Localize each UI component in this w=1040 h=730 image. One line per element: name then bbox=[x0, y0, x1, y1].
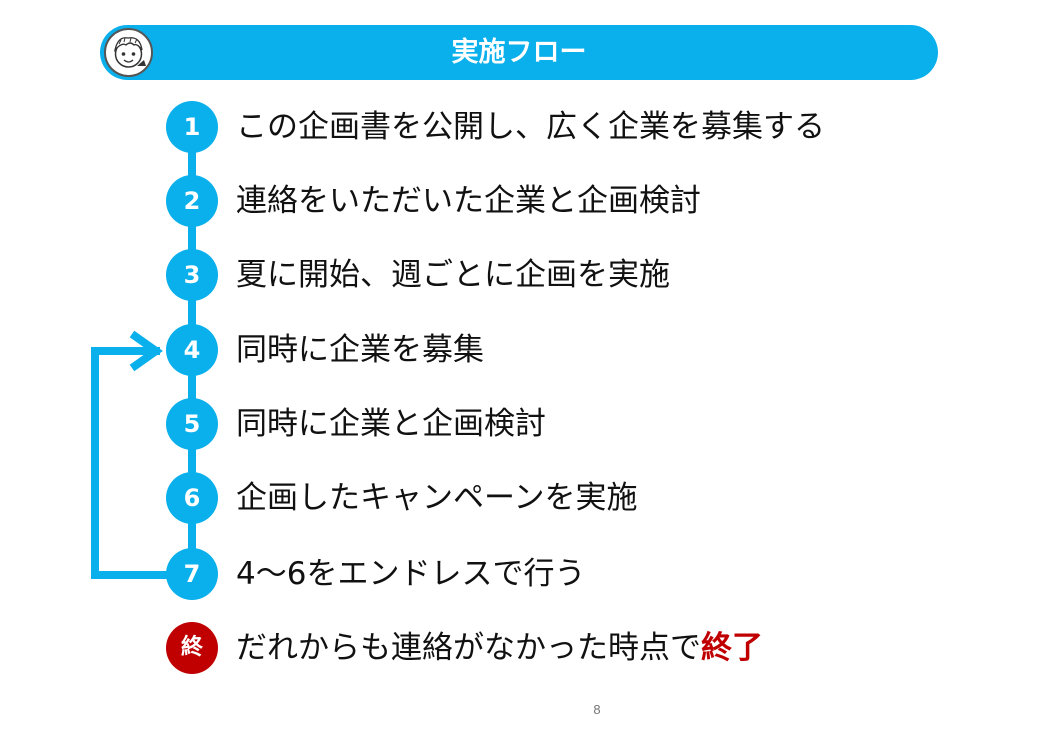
title-banner: 実施フロー bbox=[100, 25, 938, 80]
step-text: 4～6をエンドレスで行う bbox=[236, 556, 586, 592]
step-text: この企画書を公開し、広く企業を募集する bbox=[236, 109, 825, 145]
step-1: 1 この企画書を公開し、広く企業を募集する bbox=[166, 101, 966, 153]
avatar-icon bbox=[104, 28, 153, 77]
step-2: 2 連絡をいただいた企業と企画検討 bbox=[166, 175, 966, 227]
step-text: 同時に企業を募集 bbox=[236, 332, 484, 368]
end-badge: 終 bbox=[166, 622, 218, 674]
final-step-label: だれからも連絡がなかった時点で bbox=[236, 630, 701, 666]
step-number-badge: 3 bbox=[166, 249, 218, 301]
step-7: 7 4～6をエンドレスで行う bbox=[166, 548, 966, 600]
step-number-badge: 4 bbox=[166, 324, 218, 376]
final-step-text: だれからも連絡がなかった時点で終了 bbox=[236, 622, 763, 674]
step-number-badge: 5 bbox=[166, 398, 218, 450]
step-5: 5 同時に企業と企画検討 bbox=[166, 398, 966, 450]
end-accent-text: 終了 bbox=[701, 630, 763, 666]
step-text: 企画したキャンペーンを実施 bbox=[236, 480, 638, 516]
step-3: 3 夏に開始、週ごとに企画を実施 bbox=[166, 249, 966, 301]
step-number-badge: 2 bbox=[166, 175, 218, 227]
step-number-badge: 1 bbox=[166, 101, 218, 153]
step-6: 6 企画したキャンペーンを実施 bbox=[166, 472, 966, 524]
step-final: 終 だれからも連絡がなかった時点で終了 bbox=[166, 622, 966, 674]
page-title: 実施フロー bbox=[451, 37, 587, 68]
step-text: 連絡をいただいた企業と企画検討 bbox=[236, 183, 701, 219]
step-text: 夏に開始、週ごとに企画を実施 bbox=[236, 257, 670, 293]
page-number: 8 bbox=[593, 702, 601, 717]
step-text: 同時に企業と企画検討 bbox=[236, 406, 546, 442]
loop-arrow bbox=[91, 330, 188, 579]
step-4: 4 同時に企業を募集 bbox=[166, 324, 966, 376]
step-number-badge: 7 bbox=[166, 548, 218, 600]
step-number-badge: 6 bbox=[166, 472, 218, 524]
